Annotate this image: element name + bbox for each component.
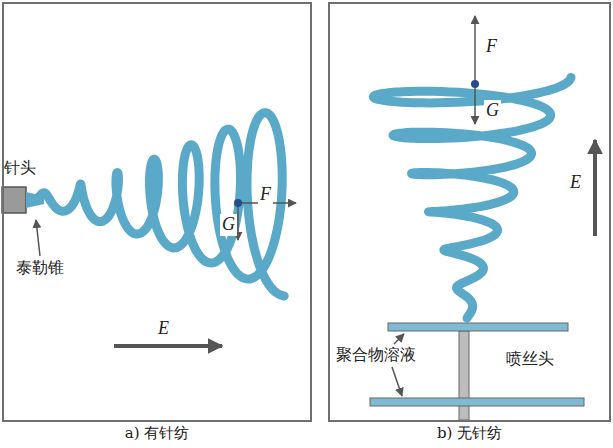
leader-line xyxy=(394,334,404,344)
part-label: 针头 xyxy=(4,158,36,177)
leader-line xyxy=(392,367,402,396)
force-arrow xyxy=(474,16,476,84)
fiber-jet xyxy=(36,113,284,296)
charge-dot xyxy=(471,80,479,88)
spinneret-shaft xyxy=(459,331,469,420)
charge-dot xyxy=(234,199,242,207)
solution-plate xyxy=(388,323,568,331)
panel-frame: a) 有针纺 xyxy=(2,2,312,422)
field-label: E xyxy=(156,318,171,340)
gravity-arrow xyxy=(237,203,239,240)
field-label: E xyxy=(568,172,583,194)
leader-line xyxy=(36,220,40,256)
force-label: G xyxy=(484,100,501,122)
part-label: 喷丝头 xyxy=(506,349,554,368)
gravity-arrow xyxy=(474,84,476,124)
force-label: F xyxy=(484,36,499,58)
panel-caption: a) 有针纺 xyxy=(4,424,310,443)
force-label: F xyxy=(258,184,273,206)
needle xyxy=(2,187,26,213)
force-label: G xyxy=(220,214,237,236)
part-label: 聚合物溶液 xyxy=(336,345,416,364)
field-arrow xyxy=(114,344,222,348)
taylor-cone xyxy=(26,192,44,208)
solution-plate xyxy=(370,398,584,406)
fiber-jets xyxy=(36,77,571,318)
field-arrow xyxy=(593,140,597,236)
fiber-jet xyxy=(373,77,571,318)
panel-caption: b) 无针纺 xyxy=(330,424,609,443)
part-label: 泰勒锥 xyxy=(16,258,64,277)
